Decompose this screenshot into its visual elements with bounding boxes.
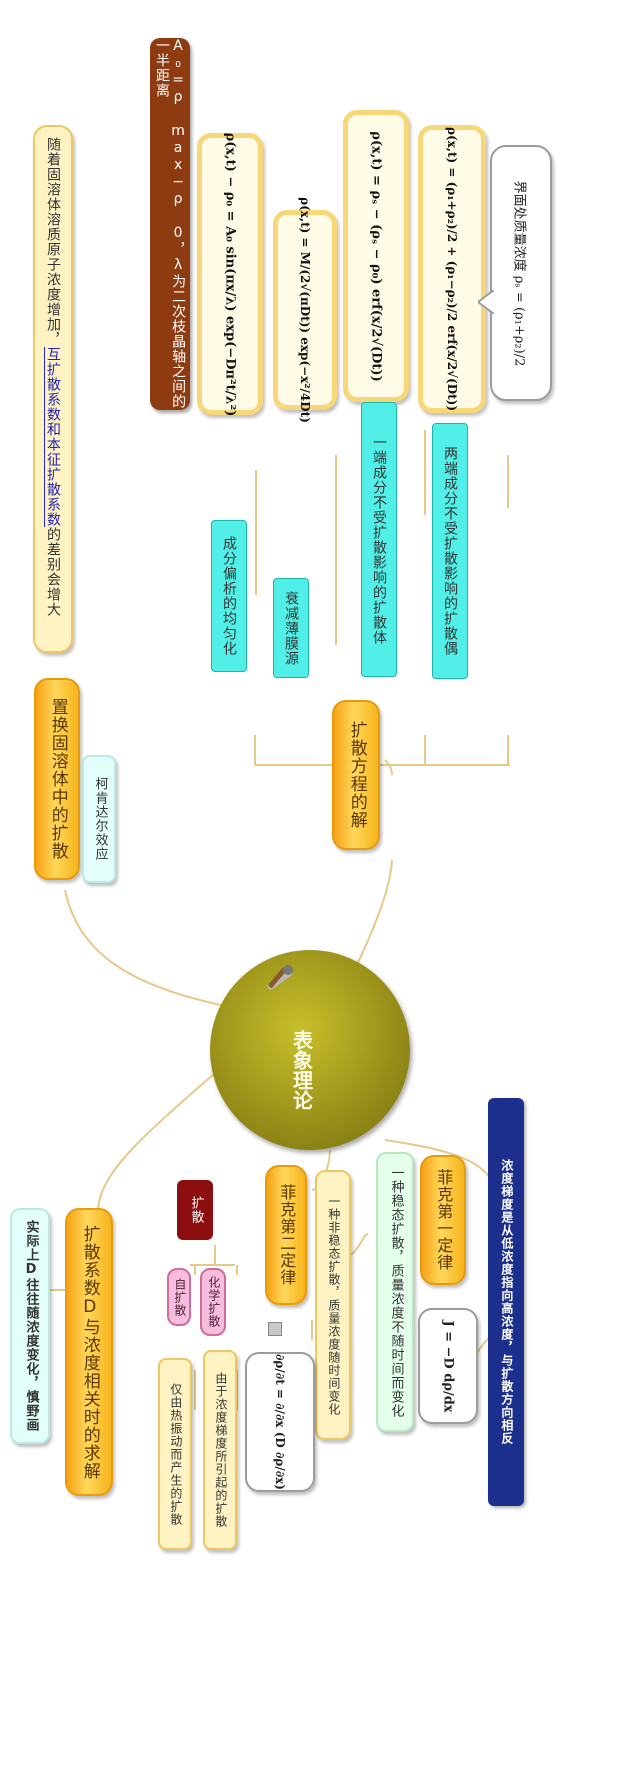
chemical-diffusion[interactable]: 化学扩散 bbox=[200, 1268, 226, 1336]
center-title: 表象理论 bbox=[289, 1030, 314, 1110]
fick2-desc[interactable]: 一种非稳态扩散，质量浓度随时间变化 bbox=[315, 1170, 351, 1440]
kirkendall-node[interactable]: 柯肯达尔效应 bbox=[82, 755, 116, 883]
tools-icon bbox=[267, 965, 293, 990]
chemical-diffusion-desc[interactable]: 由于浓度梯度所引起的扩散 bbox=[203, 1350, 237, 1550]
coefficient-node[interactable]: 扩散系数D与浓度相关时的求解 bbox=[65, 1208, 113, 1496]
formula-homogenization-text: ρ(x,t) − ρ₀ = A₀ sin(πx/λ) exp(−Dπ²t/λ²) bbox=[222, 132, 238, 416]
formula-one-end[interactable]: ρ(x,t) = ρₛ − (ρₛ − ρ₀) erf(x/2√(Dt)) bbox=[343, 110, 409, 402]
fick1-node[interactable]: 菲克第一定律 bbox=[420, 1155, 466, 1285]
formula-one-end-text: ρ(x,t) = ρₛ − (ρₛ − ρ₀) erf(x/2√(Dt)) bbox=[368, 130, 384, 382]
gradient-banner[interactable]: 浓度梯度是从低浓度指向高浓度，与扩散方向相反 bbox=[488, 1098, 524, 1506]
branch-thin-film[interactable]: 衰减薄膜源 bbox=[273, 578, 309, 678]
interface-note-text: 界面处质量浓度 ρₛ = (ρ₁+ρ₂)/2 bbox=[511, 180, 527, 366]
formula-thin-film[interactable]: ρ(x,t) = M/(2√(πDt)) exp(−x²/4Dt) bbox=[273, 197, 337, 423]
formula-homogenization[interactable]: ρ(x,t) − ρ₀ = A₀ sin(πx/λ) exp(−Dπ²t/λ²) bbox=[197, 132, 263, 416]
center-node[interactable] bbox=[210, 950, 410, 1150]
branch-two-ends[interactable]: 两端成分不受扩散影响的扩散偶 bbox=[432, 423, 468, 679]
branch-homogenization[interactable]: 成分偏析的均匀化 bbox=[211, 520, 247, 672]
solid-solution-node[interactable]: 置换固溶体中的扩散 bbox=[34, 678, 80, 880]
fick2-formula[interactable]: ∂ρ/∂t = ∂/∂x (D ∂ρ/∂x) bbox=[245, 1352, 315, 1492]
fick1-desc[interactable]: 一种稳态扩散，质量浓度不随时间而变化 bbox=[376, 1152, 414, 1432]
fick2-formula-text: ∂ρ/∂t = ∂/∂x (D ∂ρ/∂x) bbox=[273, 1354, 288, 1490]
fick2-node[interactable]: 菲克第二定律 bbox=[265, 1165, 307, 1305]
solid-solution-note[interactable]: 随着固溶体溶质原子浓度增加，互扩散系数和本征扩散系数的差别会增大 bbox=[33, 125, 73, 653]
image-placeholder-icon bbox=[268, 1322, 282, 1336]
coefficient-note[interactable]: 实际上D往往随浓度变化，慎野画 bbox=[10, 1208, 50, 1444]
solid-solution-note-text: 随着固溶体溶质原子浓度增加， bbox=[45, 137, 62, 347]
interface-note[interactable]: 界面处质量浓度 ρₛ = (ρ₁+ρ₂)/2 bbox=[490, 145, 552, 401]
self-diffusion[interactable]: 自扩散 bbox=[167, 1268, 191, 1326]
formula-two-ends[interactable]: ρ(x,t) = (ρ₁+ρ₂)/2 + (ρ₁−ρ₂)/2 erf(x/2√(… bbox=[418, 125, 486, 413]
self-diffusion-desc[interactable]: 仅由热振动而产生的扩散 bbox=[158, 1358, 192, 1550]
fick1-formula[interactable]: J = −D dρ/dx bbox=[418, 1308, 478, 1424]
lambda-note[interactable]: A₀=ρ max−ρ 0，λ为二次枝晶轴之间的一半距离 bbox=[150, 38, 190, 410]
solution-node[interactable]: 扩散方程的解 bbox=[332, 700, 380, 850]
callout-tail bbox=[478, 290, 494, 314]
diffusion-root[interactable]: 扩散 bbox=[177, 1180, 213, 1240]
solid-solution-note-tail: 的差别会增大 bbox=[45, 527, 62, 617]
branch-one-end[interactable]: 一端成分不受扩散影响的扩散体 bbox=[361, 402, 397, 677]
formula-thin-film-text: ρ(x,t) = M/(2√(πDt)) exp(−x²/4Dt) bbox=[298, 197, 313, 423]
fick1-formula-text: J = −D dρ/dx bbox=[440, 1319, 456, 1413]
formula-two-ends-text: ρ(x,t) = (ρ₁+ρ₂)/2 + (ρ₁−ρ₂)/2 erf(x/2√(… bbox=[445, 127, 459, 411]
solid-solution-note-highlight: 互扩散系数和本征扩散系数 bbox=[45, 347, 62, 527]
